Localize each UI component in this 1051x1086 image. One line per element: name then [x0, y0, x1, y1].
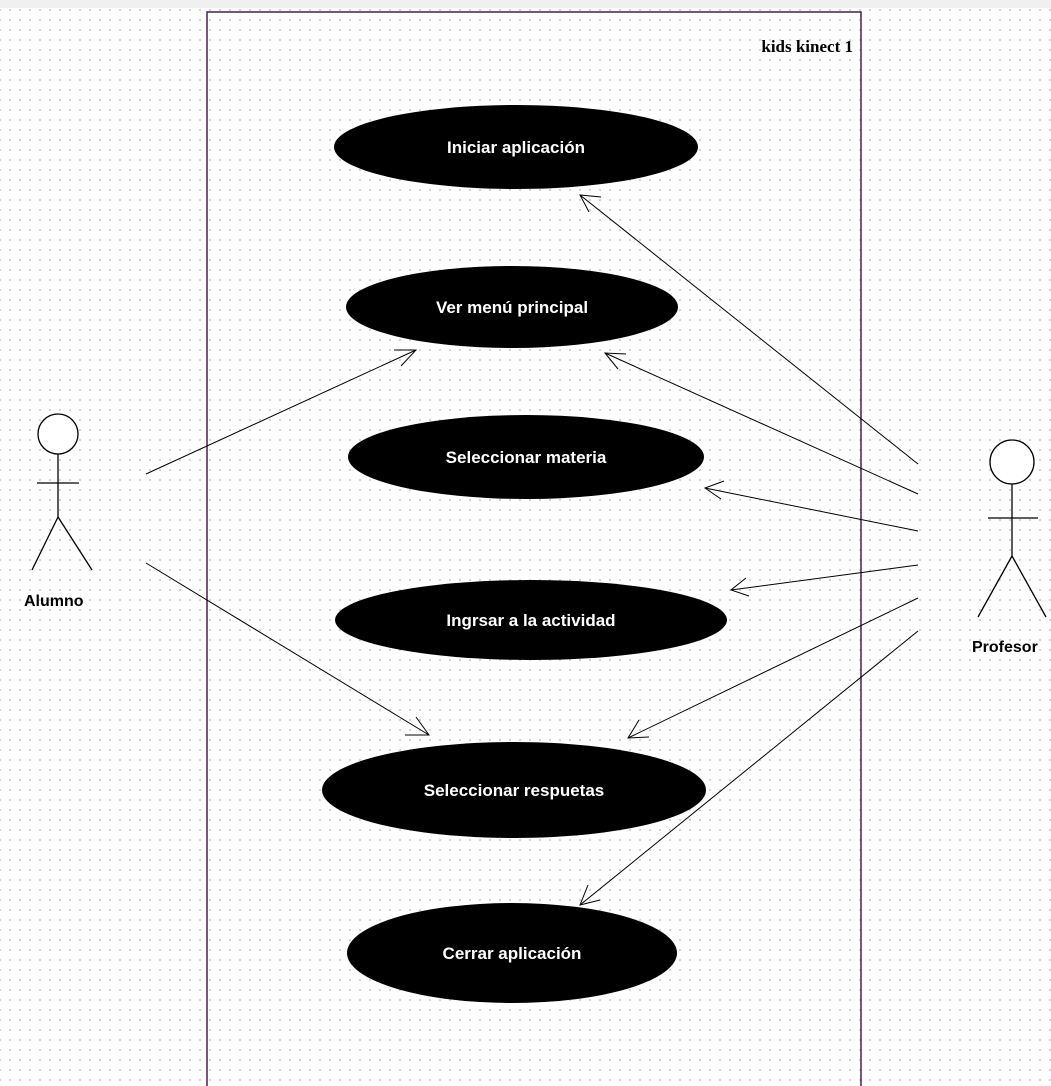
top-strip [0, 0, 1051, 8]
actor-alumno[interactable] [31, 413, 93, 571]
association-alumno-ver-menu [145, 349, 417, 475]
association-profesor-seleccionar-respuestas [627, 597, 919, 739]
usecase-label: Iniciar aplicación [447, 138, 585, 157]
usecase-label: Seleccionar materia [446, 448, 607, 467]
usecase-seleccionar-respuestas[interactable]: Seleccionar respuetas [322, 742, 706, 838]
usecase-seleccionar-materia[interactable]: Seleccionar materia [348, 415, 704, 499]
system-boundary-rect [206, 11, 862, 1086]
arrowhead [603, 352, 627, 370]
actor-profesor-label: Profesor [972, 639, 1038, 656]
usecase-shape[interactable] [334, 105, 698, 189]
usecase-shape[interactable] [348, 415, 704, 499]
arrowhead [579, 194, 602, 213]
arrowhead [729, 577, 750, 597]
actor-head [989, 439, 1035, 485]
associations [145, 194, 919, 906]
arrowhead [703, 480, 725, 500]
usecase-shape[interactable] [346, 266, 678, 348]
association-profesor-ingresar-actividad [730, 564, 919, 591]
actor-profesor[interactable] [977, 439, 1047, 618]
arrowhead [627, 719, 650, 739]
usecase-shape[interactable] [347, 903, 677, 1003]
usecase-label: Cerrar aplicación [443, 944, 582, 963]
arrowhead [394, 349, 418, 367]
association-profesor-ver-menu [604, 352, 919, 495]
usecase-cerrar-aplicacion[interactable]: Cerrar aplicación [347, 903, 677, 1003]
usecase-shape[interactable] [322, 742, 706, 838]
arrowhead [579, 884, 601, 906]
usecase-ver-menu-principal[interactable]: Ver menú principal [346, 266, 678, 348]
actor-head [37, 413, 79, 455]
actor-alumno-label: Alumno [24, 593, 84, 610]
usecase-label: Ver menú principal [436, 298, 588, 317]
system-title: kids kinect 1 [761, 37, 853, 56]
usecase-label: Ingrsar a la actividad [446, 611, 615, 630]
actor-left-leg [977, 555, 1013, 618]
usecase-shape[interactable] [335, 580, 727, 660]
usecase-ingresar-actividad[interactable]: Ingrsar a la actividad [335, 580, 727, 660]
arrowhead [405, 716, 430, 736]
association-profesor-iniciar-aplicacion [579, 194, 919, 465]
association-alumno-seleccionar-respuestas [145, 562, 430, 736]
usecase-iniciar-aplicacion[interactable]: Iniciar aplicación [334, 105, 698, 189]
actor-right-leg [57, 516, 93, 571]
association-profesor-cerrar-aplicacion [579, 630, 919, 906]
usecase-label: Seleccionar respuetas [424, 781, 604, 800]
actor-right-leg [1011, 555, 1047, 618]
system-boundary: kids kinect 1 [206, 11, 862, 1086]
association-profesor-seleccionar-materia [704, 487, 919, 532]
actor-left-leg [31, 516, 59, 571]
